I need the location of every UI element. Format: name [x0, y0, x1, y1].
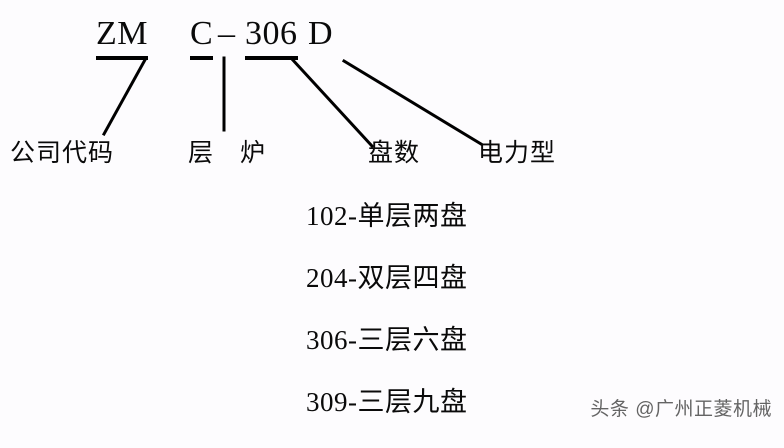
code-segment-company: ZM: [96, 14, 148, 60]
code-segment-plate-count: 306: [245, 14, 298, 60]
callout-label-company: 公司代码: [10, 139, 115, 167]
connector-line-power: [341, 58, 484, 147]
legend-item: 204-双层四盘: [306, 263, 468, 293]
code-segment-dash: –: [218, 15, 236, 52]
legend-item: 306-三层六盘: [306, 325, 468, 355]
callout-label-plates: 盘数: [368, 139, 421, 167]
connector-line-company: [101, 55, 149, 137]
callout-label-power: 电力型: [478, 139, 557, 167]
watermark: 头条 @广州正菱机械: [590, 399, 772, 420]
legend-item: 309-三层九盘: [306, 387, 468, 417]
diagram-canvas: ZM C – 306 D 公司代码 层 炉 盘数 电力型 102-单层两盘 20…: [0, 12, 784, 420]
plate-count-legend: 102-单层两盘 204-双层四盘 306-三层六盘 309-三层九盘: [306, 200, 606, 448]
legend-item: 102-单层两盘: [306, 201, 468, 231]
model-code-row: ZM C – 306 D: [0, 12, 784, 60]
connector-line-plates: [288, 55, 375, 149]
code-segment-power-type: D: [308, 15, 334, 52]
code-segment-layers: C: [190, 14, 214, 60]
callout-label-layers: 层 炉: [188, 139, 267, 167]
